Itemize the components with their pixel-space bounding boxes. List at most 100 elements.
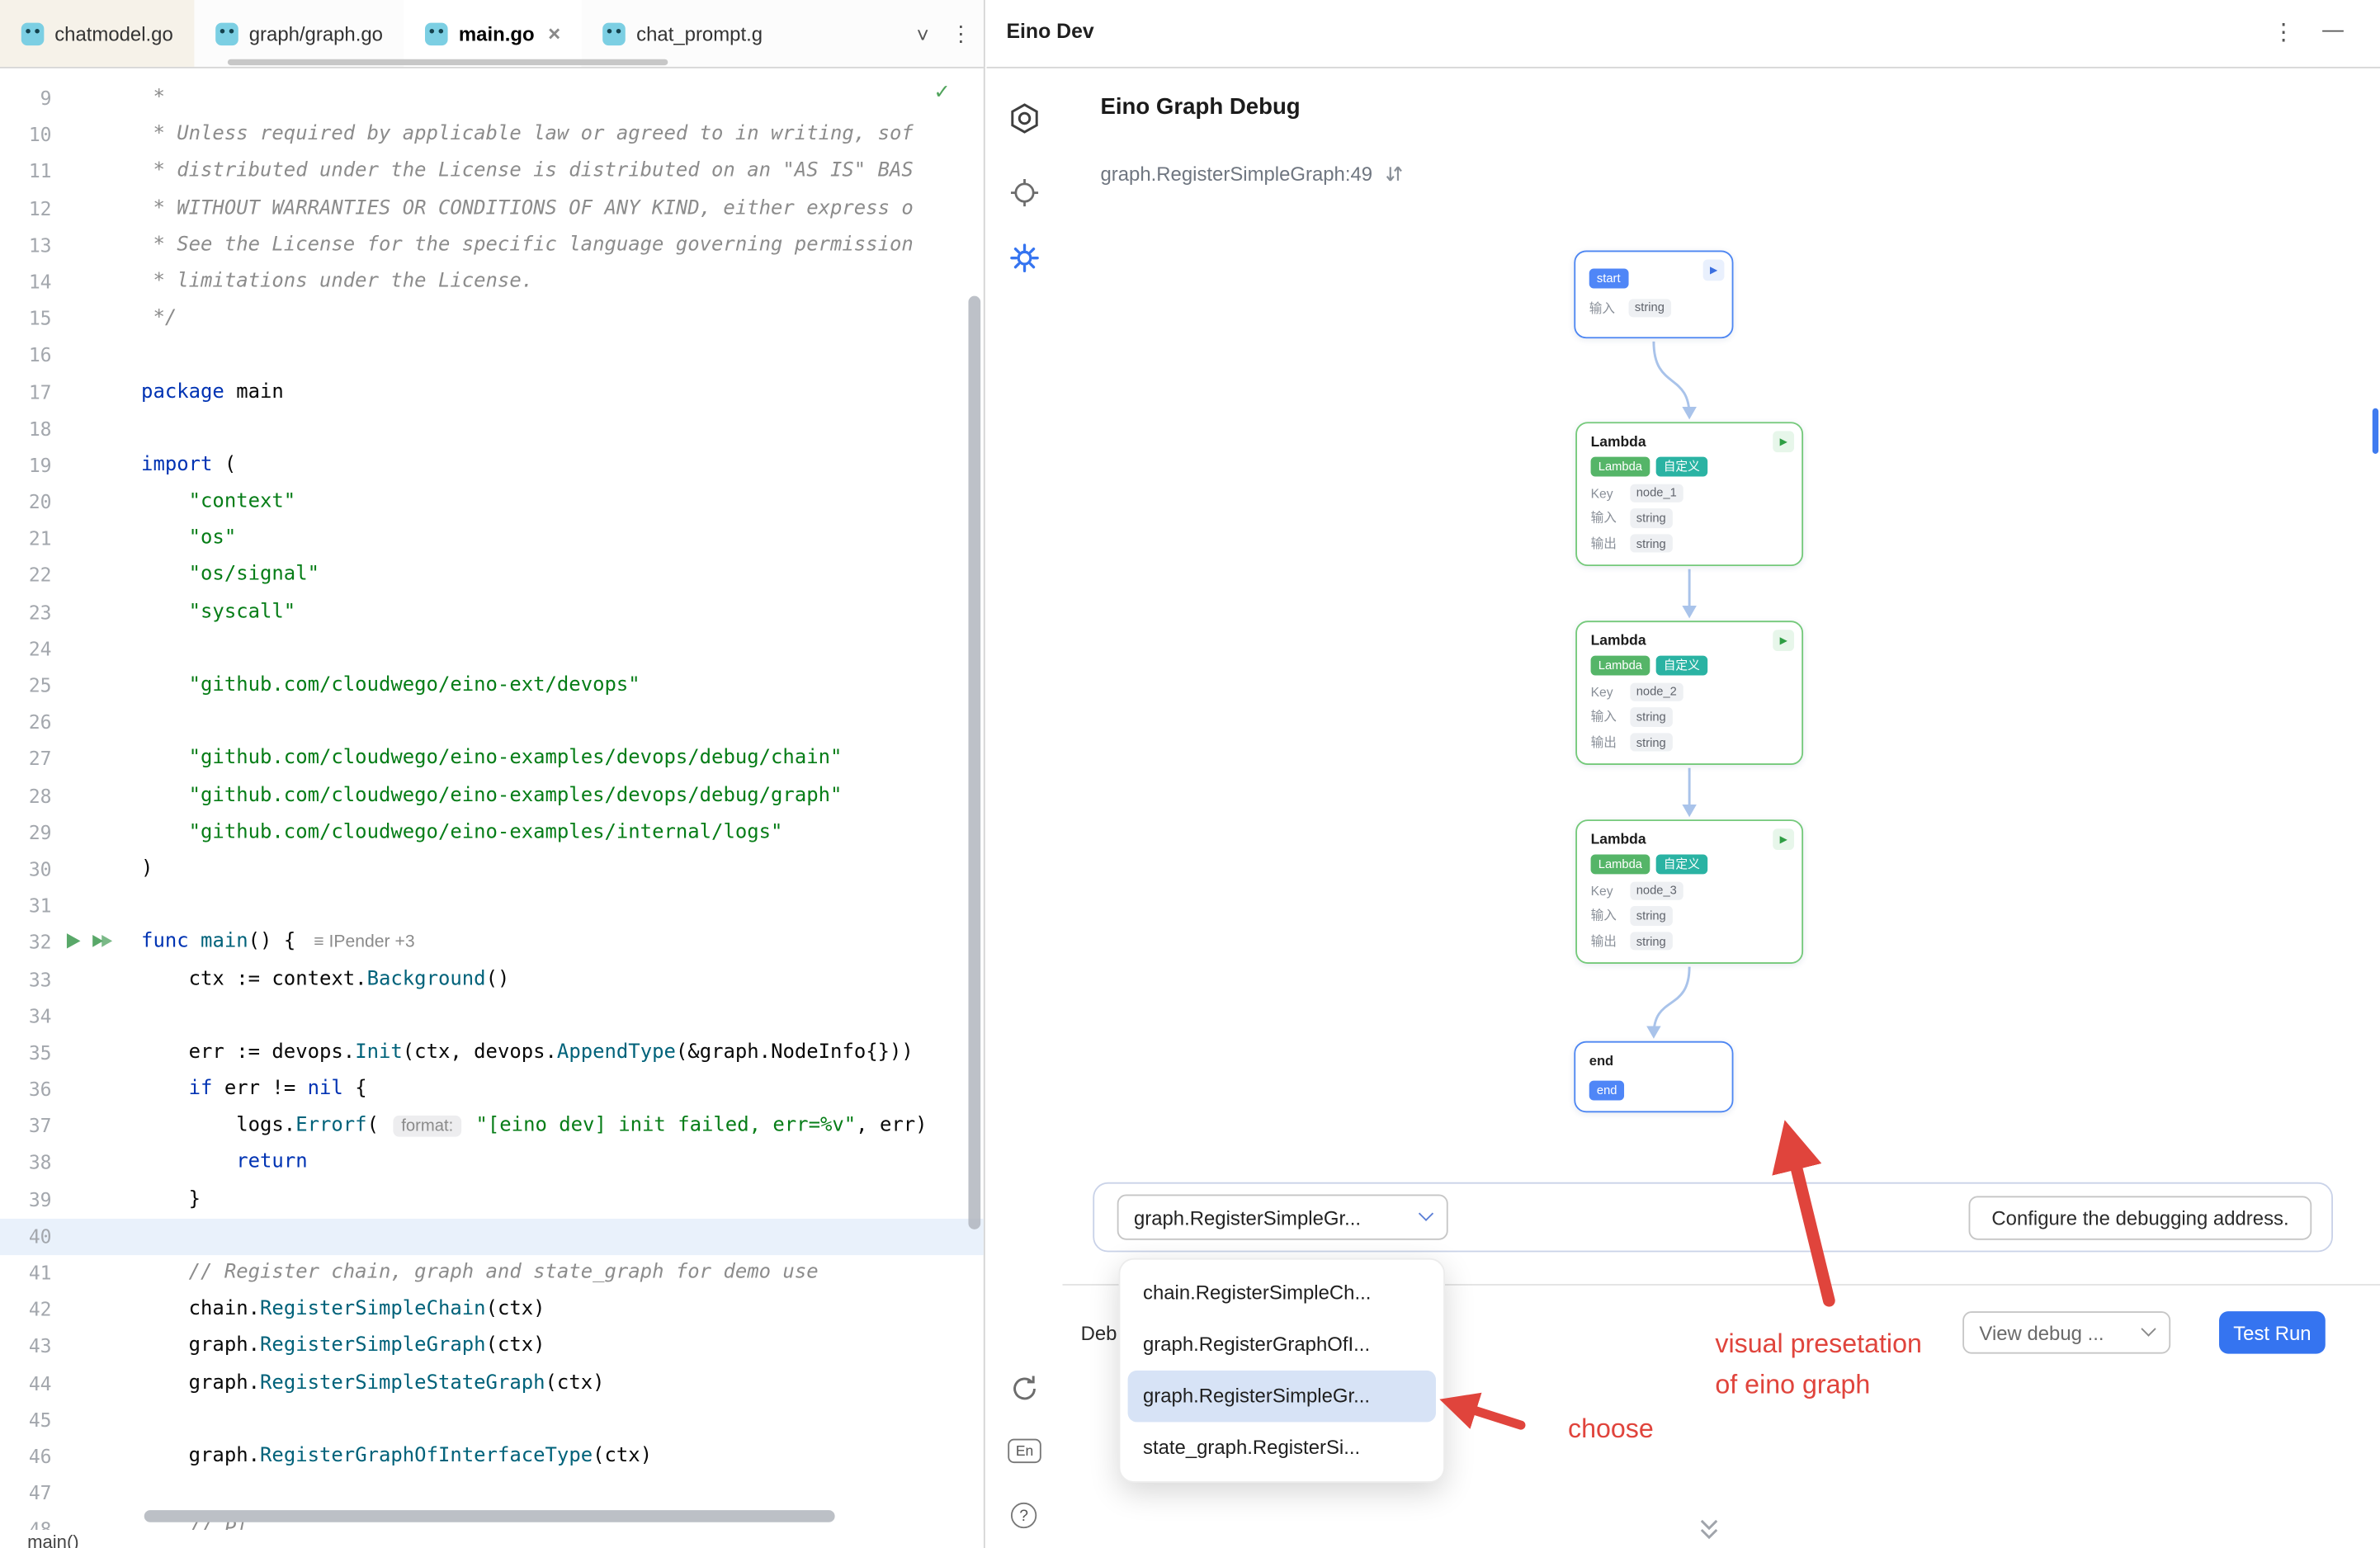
help-icon[interactable]: ? [1010, 1502, 1037, 1529]
view-debug-value: View debug ... [1979, 1321, 2104, 1344]
line-number: 18 [28, 417, 52, 440]
node-run-icon[interactable]: ▶ [1702, 259, 1725, 281]
panel-minimize-icon[interactable]: — [2322, 17, 2344, 41]
tab-kebab-icon[interactable]: ⋮ [950, 21, 972, 46]
graph-edge [1652, 341, 1697, 420]
tab-chatmodel-go[interactable]: chatmodel.go [0, 0, 195, 67]
code-line-34[interactable]: 34 [0, 998, 984, 1035]
debug-target-icon[interactable] [1008, 176, 1041, 209]
configure-address-button[interactable]: Configure the debugging address. [1968, 1196, 2312, 1240]
editor-horizontal-scrollbar[interactable] [144, 1510, 835, 1522]
code-text: "github.com/cloudwego/eino-examples/inte… [188, 820, 783, 844]
code-line-16[interactable]: 16 [0, 337, 984, 374]
refresh-icon[interactable] [1008, 1372, 1041, 1405]
code-line-36[interactable]: 36 if err != nil { [0, 1072, 984, 1108]
code-line-21[interactable]: 21 "os" [0, 521, 984, 557]
tab-strip-scrollbar[interactable] [227, 59, 668, 66]
code-line-25[interactable]: 25 "github.com/cloudwego/eino-ext/devops… [0, 668, 984, 704]
settings-gear-icon[interactable] [1008, 241, 1041, 274]
node-run-icon[interactable]: ▶ [1773, 828, 1795, 850]
run-all-icon[interactable] [92, 935, 116, 952]
node-title: Lambda [1590, 632, 1646, 650]
node-run-icon[interactable]: ▶ [1773, 630, 1795, 652]
code-line-12[interactable]: 12 * WITHOUT WARRANTIES OR CONDITIONS OF… [0, 191, 984, 227]
line-number: 36 [28, 1078, 52, 1101]
node-field-value: node_3 [1630, 881, 1683, 900]
code-line-13[interactable]: 13 * See the License for the specific la… [0, 227, 984, 263]
node-title: Lambda [1590, 831, 1646, 849]
test-run-button[interactable]: Test Run [2219, 1311, 2326, 1354]
code-line-42[interactable]: 42 chain.RegisterSimpleChain(ctx) [0, 1292, 984, 1329]
run-icon[interactable] [66, 933, 81, 950]
tab-close-icon[interactable]: × [548, 21, 561, 46]
dropdown-item[interactable]: graph.RegisterSimpleGr... [1127, 1370, 1436, 1423]
inspection-ok-icon[interactable]: ✓ [935, 77, 949, 105]
tab-overflow-chevron-icon[interactable]: ˅ [916, 21, 929, 47]
code-line-43[interactable]: 43 graph.RegisterSimpleGraph(ctx) [0, 1329, 984, 1365]
code-editor[interactable]: 9 *10 * Unless required by applicable la… [0, 68, 984, 1530]
code-line-31[interactable]: 31 [0, 888, 984, 924]
graph-target-path[interactable]: graph.RegisterSimpleGraph:49 [1100, 162, 1373, 186]
dropdown-item[interactable]: state_graph.RegisterSi... [1142, 1435, 1361, 1459]
code-line-44[interactable]: 44 graph.RegisterSimpleStateGraph(ctx) [0, 1366, 984, 1402]
panel-kebab-icon[interactable]: ⋮ [2272, 19, 2295, 46]
tab-graph-graph-go[interactable]: graph/graph.go [195, 0, 404, 67]
code-line-38[interactable]: 38 return [0, 1145, 984, 1182]
code-line-46[interactable]: 46 graph.RegisterGraphOfInterfaceType(ct… [0, 1439, 984, 1475]
code-line-22[interactable]: 22 "os/signal" [0, 558, 984, 594]
code-line-28[interactable]: 28 "github.com/cloudwego/eino-examples/d… [0, 778, 984, 814]
code-line-18[interactable]: 18 [0, 411, 984, 447]
code-line-39[interactable]: 39 } [0, 1182, 984, 1218]
code-line-20[interactable]: 20 "context" [0, 484, 984, 521]
editor-vertical-scrollbar[interactable] [968, 295, 981, 1229]
eino-workflow-icon[interactable] [1008, 101, 1041, 135]
dropdown-item[interactable]: graph.RegisterGraphOfI... [1142, 1332, 1371, 1356]
double-chevron-down-icon[interactable] [1697, 1516, 1721, 1541]
dropdown-item[interactable]: chain.RegisterSimpleCh... [1142, 1281, 1372, 1304]
panel-scrollbar[interactable] [2372, 408, 2379, 454]
view-debug-select[interactable]: View debug ... [1962, 1311, 2171, 1354]
code-line-24[interactable]: 24 [0, 631, 984, 668]
code-line-41[interactable]: 41 // Register chain, graph and state_gr… [0, 1255, 984, 1291]
graph-select[interactable]: graph.RegisterSimpleGr... [1117, 1194, 1448, 1240]
code-line-29[interactable]: 29 "github.com/cloudwego/eino-examples/i… [0, 814, 984, 851]
code-text: return [236, 1150, 308, 1174]
node-field-label: 输入 [1590, 908, 1617, 924]
code-vision-hint[interactable]: ≡ IPender +3 [314, 933, 415, 952]
tab-main-go[interactable]: main.go× [404, 0, 582, 67]
language-en-icon[interactable]: En [1008, 1438, 1041, 1464]
code-line-23[interactable]: 23 "syscall" [0, 594, 984, 630]
code-line-26[interactable]: 26 [0, 705, 984, 741]
line-number: 47 [28, 1481, 52, 1504]
line-number: 40 [28, 1224, 52, 1248]
code-line-40[interactable]: 40 [0, 1218, 984, 1256]
code-line-30[interactable]: 30) [0, 852, 984, 888]
line-number: 22 [28, 564, 52, 587]
sort-icon[interactable] [1385, 164, 1405, 184]
code-line-11[interactable]: 11 * distributed under the License is di… [0, 153, 984, 190]
code-line-14[interactable]: 14 * limitations under the License. [0, 264, 984, 300]
code-line-10[interactable]: 10 * Unless required by applicable law o… [0, 117, 984, 153]
node-run-icon[interactable]: ▶ [1773, 431, 1795, 453]
code-text: ctx := context.Background() [141, 967, 510, 991]
tab-chat-prompt-g[interactable]: chat_prompt.g [582, 0, 784, 67]
code-line-9[interactable]: 9 * [0, 80, 984, 116]
annotation-text-choose: choose [1567, 1413, 1654, 1444]
code-line-37[interactable]: 37 logs.Errorf( format: "[eino dev] init… [0, 1108, 984, 1144]
code-line-15[interactable]: 15 */ [0, 300, 984, 337]
code-line-45[interactable]: 45 [0, 1402, 984, 1438]
code-line-47[interactable]: 47 [0, 1475, 984, 1512]
code-line-35[interactable]: 35 err := devops.Init(ctx, devops.Append… [0, 1035, 984, 1071]
breadcrumb[interactable]: main() [0, 1530, 984, 1548]
code-line-27[interactable]: 27 "github.com/cloudwego/eino-examples/d… [0, 741, 984, 777]
code-line-33[interactable]: 33 ctx := context.Background() [0, 961, 984, 998]
